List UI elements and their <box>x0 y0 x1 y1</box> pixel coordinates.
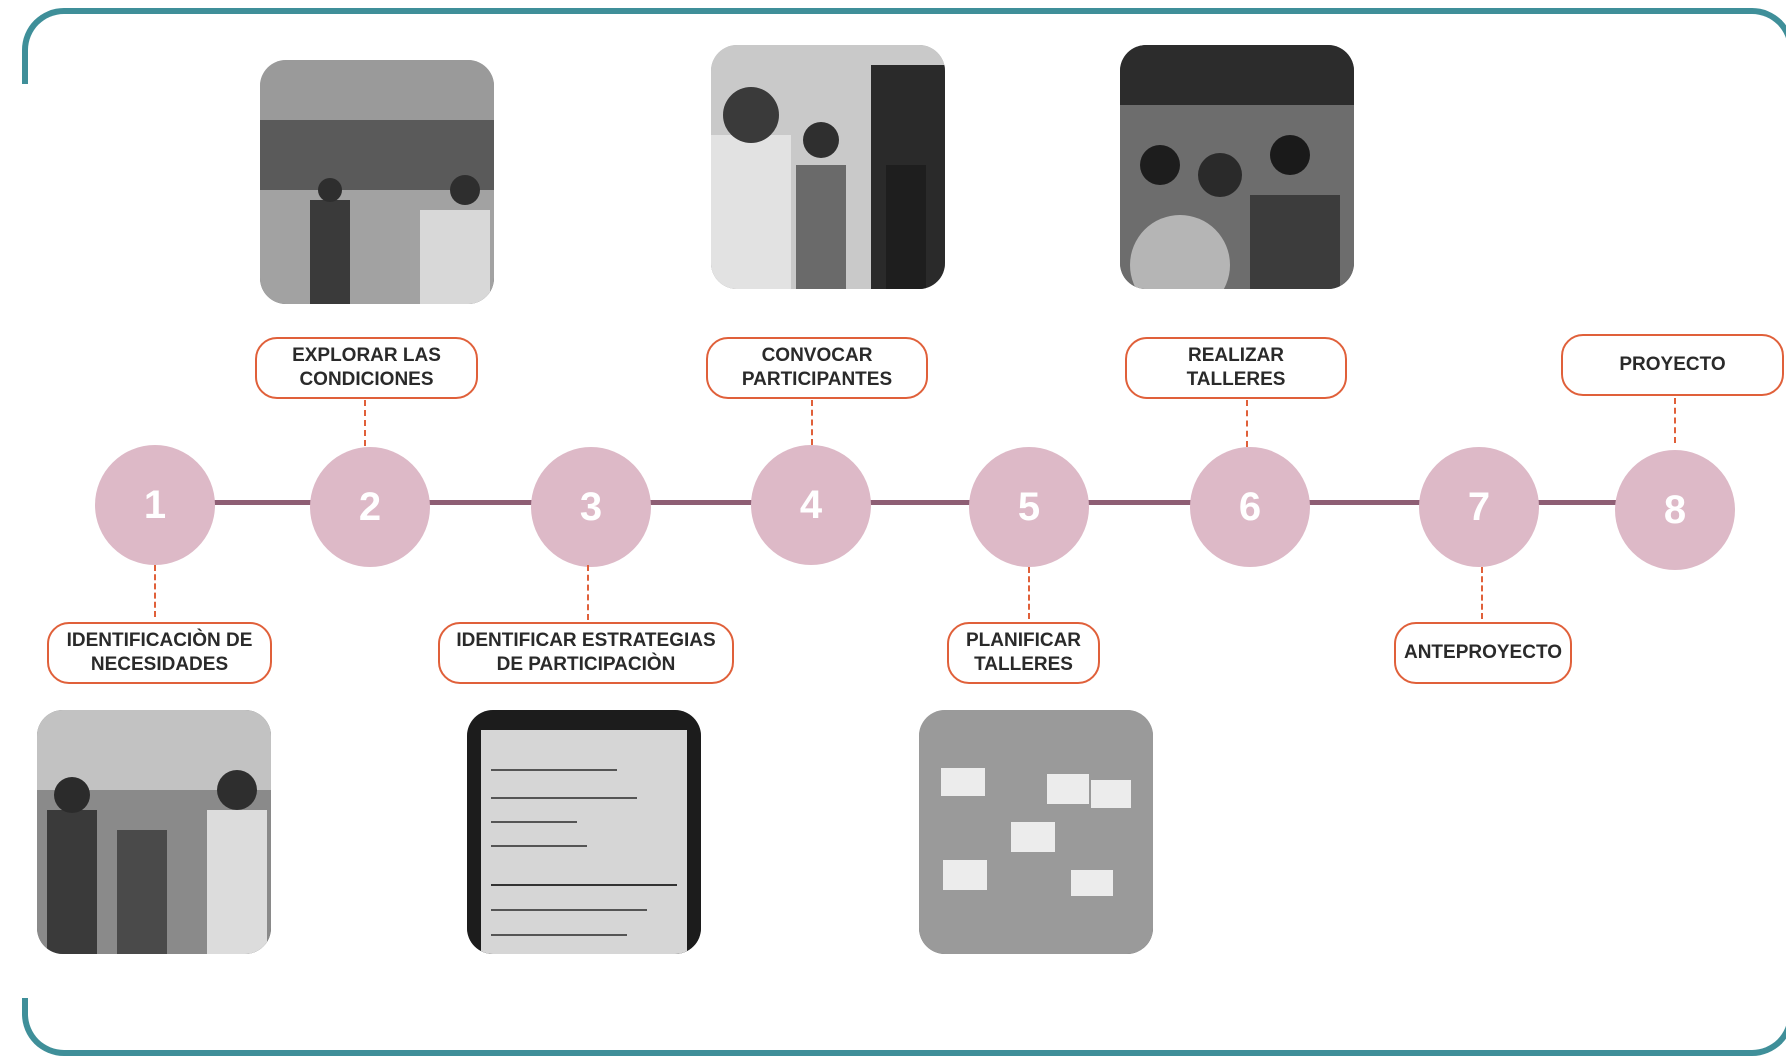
photo-needs-field <box>37 710 271 954</box>
connector-4 <box>811 400 813 445</box>
connector-3 <box>587 565 589 620</box>
step-node-3: 3 <box>531 447 651 567</box>
connector-6 <box>1246 400 1248 447</box>
photo-explore-hillside <box>260 60 494 304</box>
photo-convene-doorway <box>711 45 945 289</box>
step-node-1: 1 <box>95 445 215 565</box>
connector-8 <box>1674 398 1676 443</box>
step-node-7: 7 <box>1419 447 1539 567</box>
photo-planning-notes <box>919 710 1153 954</box>
timeline-line <box>155 500 1675 505</box>
frame-bottom-bracket <box>22 998 1786 1056</box>
step-node-6: 6 <box>1190 447 1310 567</box>
connector-5 <box>1028 567 1030 619</box>
photo-strategy-notebook <box>467 710 701 954</box>
connector-1 <box>154 565 156 617</box>
step-node-4: 4 <box>751 445 871 565</box>
photo-workshop-group <box>1120 45 1354 289</box>
step-node-5: 5 <box>969 447 1089 567</box>
step-node-2: 2 <box>310 447 430 567</box>
frame-top-bracket <box>22 8 1786 84</box>
step-label-8: PROYECTO <box>1561 334 1784 396</box>
connector-7 <box>1481 567 1483 619</box>
step-label-7: ANTEPROYECTO <box>1394 622 1572 684</box>
step-node-8: 8 <box>1615 450 1735 570</box>
connector-2 <box>364 400 366 446</box>
